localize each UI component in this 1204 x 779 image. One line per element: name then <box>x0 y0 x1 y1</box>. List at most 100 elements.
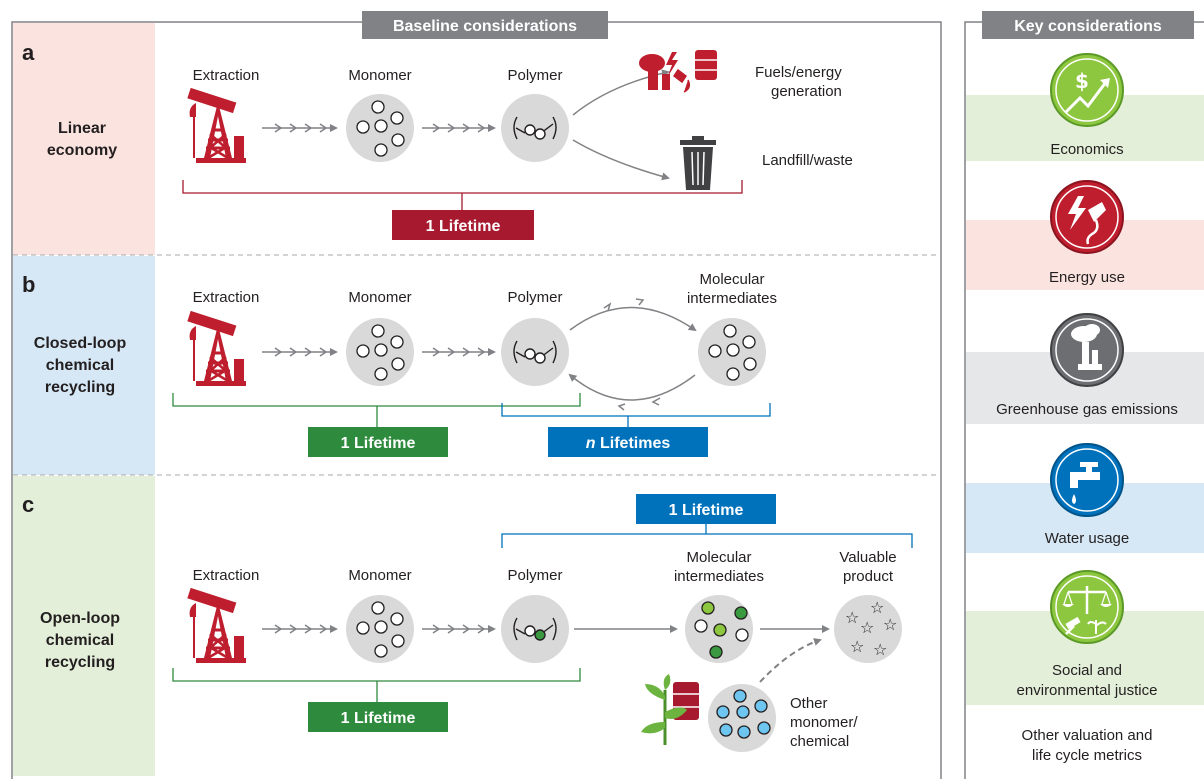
panel-c-product-stars: ☆☆☆ ☆☆☆ <box>845 598 897 659</box>
panel-b-extraction-label: Extraction <box>193 289 260 306</box>
justice-scales-icon <box>1050 570 1124 644</box>
panel-a-pumpjack-icon <box>185 86 248 165</box>
panel-a-fuels-energy-icon <box>639 50 717 93</box>
panel-c-plant-barrel-icon <box>641 674 699 745</box>
panel-b-blue-bracket <box>501 403 771 417</box>
panel-b-intermediates-molecules <box>708 324 757 381</box>
panel-c-polymer-label: Polymer <box>507 567 562 584</box>
panel-a: a Linear economy Extraction Monomer Poly… <box>22 40 853 240</box>
key-header-box <box>982 11 1194 39</box>
panel-c-name-line2: chemical <box>46 632 114 649</box>
panel-a-polymer-chain <box>513 116 557 140</box>
panel-b-lifetime-label: 1 Lifetime <box>341 435 416 452</box>
panel-a-lifetime-bracket <box>182 180 743 194</box>
linear-band <box>13 23 155 255</box>
panel-b-intermediates-line1: Molecular <box>699 271 764 288</box>
panel-c-upper-lifetime-label: 1 Lifetime <box>669 502 744 519</box>
svg-text:☆: ☆ <box>845 608 859 627</box>
panel-b-polymer-label: Polymer <box>507 289 562 306</box>
panel-c-name-line3: recycling <box>45 654 115 671</box>
panel-b-loop-top-arrow <box>569 306 697 332</box>
panel-b-monomer-label: Monomer <box>348 289 411 306</box>
panel-b-arrow-2 <box>422 347 496 357</box>
panel-a-trash-can-icon <box>680 136 716 190</box>
energy-plug-icon <box>1050 180 1124 254</box>
water-tap-icon <box>1050 443 1124 517</box>
key-justice-line2: environmental justice <box>1017 682 1158 699</box>
panel-c-pumpjack-icon <box>185 586 248 665</box>
panel-c-intermediates-line2: intermediates <box>674 568 764 585</box>
panel-c-product-line2: product <box>843 568 894 585</box>
panel-c-product-line1: Valuable <box>839 549 896 566</box>
panel-b-name-line3: recycling <box>45 379 115 396</box>
panel-c-other-line1: Other <box>790 695 828 712</box>
panel-b-green-bracket <box>172 393 581 407</box>
open-loop-band <box>13 476 155 776</box>
panel-c-other-molecules <box>716 689 771 739</box>
svg-text:☆: ☆ <box>870 598 884 617</box>
panel-c-letter: c <box>22 492 34 517</box>
panel-c-intermediates-line1: Molecular <box>686 549 751 566</box>
economics-icon: $ <box>1050 53 1124 127</box>
panel-a-lifetime-box <box>392 210 534 240</box>
panel-c-arrow-1 <box>262 624 338 634</box>
panel-a-monomer-label: Monomer <box>348 67 411 84</box>
panel-c: c Open-loop chemical recycling 1 Lifetim… <box>22 492 913 752</box>
panel-c-polymer-chain <box>513 617 557 641</box>
key-considerations: $ Economics Energy use Greenhouse gas em… <box>966 53 1204 764</box>
panel-b: b Closed-loop chemical recycling Extract… <box>22 271 777 457</box>
svg-text:$: $ <box>1075 69 1089 93</box>
panel-a-arrow-landfill <box>572 139 670 181</box>
panel-c-lifetime-label: 1 Lifetime <box>341 710 416 727</box>
panel-b-name-line2: chemical <box>46 357 114 374</box>
key-header: Key considerations <box>1014 18 1162 35</box>
svg-text:☆: ☆ <box>860 618 874 637</box>
panel-b-arrow-1 <box>262 347 338 357</box>
key-economics-label: Economics <box>1050 141 1123 158</box>
panel-a-name-line2: economy <box>47 142 117 159</box>
svg-text:☆: ☆ <box>873 640 887 659</box>
panel-c-other-line2: monomer/ <box>790 714 858 731</box>
panel-a-arrow-1 <box>262 123 338 133</box>
key-justice-line1: Social and <box>1052 662 1122 679</box>
panel-a-name-line1: Linear <box>58 120 106 137</box>
panel-a-letter: a <box>22 40 35 65</box>
key-other-line1: Other valuation and <box>1022 727 1153 744</box>
panel-b-loop-bottom-arrow <box>568 373 696 401</box>
panel-b-pumpjack-icon <box>185 309 248 388</box>
key-water-label: Water usage <box>1045 530 1130 547</box>
panel-c-upper-blue-bracket <box>501 533 913 548</box>
panel-c-lifetime-box <box>308 702 448 732</box>
key-energy-label: Energy use <box>1049 269 1125 286</box>
panel-a-polymer-label: Polymer <box>507 67 562 84</box>
panel-b-intermediates-line2: intermediates <box>687 290 777 307</box>
svg-text:☆: ☆ <box>850 637 864 656</box>
panel-c-product-circle <box>834 595 902 663</box>
panel-c-upper-lifetime-box <box>636 494 776 524</box>
panel-b-name-line1: Closed-loop <box>34 335 127 352</box>
panel-b-monomer-molecules <box>356 324 405 381</box>
panel-c-dashed-arrow <box>759 638 822 683</box>
panel-a-fuels-line2: generation <box>771 83 842 100</box>
panel-c-monomer-label: Monomer <box>348 567 411 584</box>
closed-loop-band <box>13 256 155 475</box>
panel-c-intermediates-molecules <box>694 601 749 659</box>
panel-b-n-lifetimes-box <box>548 427 708 457</box>
panel-a-extraction-label: Extraction <box>193 67 260 84</box>
factory-emissions-icon <box>1050 313 1124 387</box>
panel-b-letter: b <box>22 272 35 297</box>
key-other-line2: life cycle metrics <box>1032 747 1142 764</box>
panel-a-landfill-label: Landfill/waste <box>762 152 853 169</box>
key-ghg-label: Greenhouse gas emissions <box>996 401 1178 418</box>
panel-c-extraction-label: Extraction <box>193 567 260 584</box>
panel-c-other-line3: chemical <box>790 733 849 750</box>
panel-c-arrow-2 <box>422 624 496 634</box>
svg-text:☆: ☆ <box>883 615 897 634</box>
baseline-header-box <box>362 11 608 39</box>
panel-a-arrow-2 <box>422 123 496 133</box>
panel-b-lifetime-box <box>308 427 448 457</box>
panel-b-n-lifetimes-label: n Lifetimes <box>586 435 671 452</box>
panel-c-green-bracket <box>172 668 581 682</box>
panel-c-monomer-molecules <box>356 601 405 658</box>
